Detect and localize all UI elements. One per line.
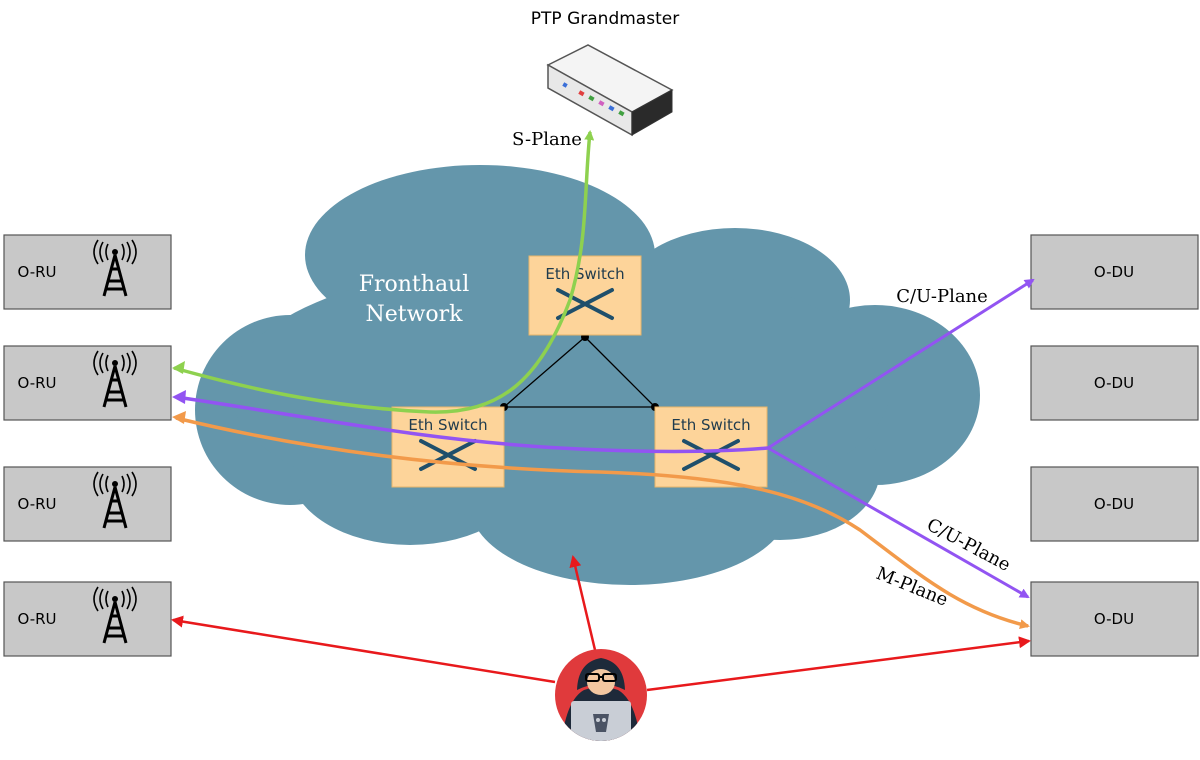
o-ru-box-3: O-RU [3, 466, 172, 542]
cloud-label-line1: Fronthaul [359, 272, 470, 297]
o-ru-label: O-RU [17, 610, 56, 628]
o-du-label: O-DU [1094, 610, 1134, 628]
o-ru-box-1: O-RU [3, 234, 172, 310]
eth-switch-top: Eth Switch [528, 255, 642, 336]
antenna-tower-icon [93, 586, 137, 644]
o-ru-box-4: O-RU [3, 581, 172, 657]
switch-links [503, 336, 656, 408]
cu-plane-path [175, 395, 769, 454]
eth-switch-left: Eth Switch [391, 406, 505, 488]
eth-switch-label: Eth Switch [545, 265, 624, 283]
grandmaster-title: PTP Grandmaster [531, 9, 679, 29]
cu-plane-branch-upper [767, 278, 1035, 450]
o-du-label: O-DU [1094, 263, 1134, 281]
fronthaul-network-cloud [195, 165, 980, 585]
eth-switch-label: Eth Switch [671, 416, 750, 434]
eth-switch-label: Eth Switch [408, 416, 487, 434]
cloud-label-line2: Network [365, 302, 463, 327]
attack-line-to-o-du [646, 636, 1031, 692]
o-du-label: O-DU [1094, 495, 1134, 513]
o-du-label: O-DU [1094, 374, 1134, 392]
o-du-box-4: O-DU [1030, 581, 1199, 657]
o-du-box-2: O-DU [1030, 345, 1199, 421]
hacker-avatar-icon [555, 649, 647, 741]
s-plane-arrowhead-left [172, 361, 185, 374]
grandmaster-server-icon [546, 44, 674, 137]
m-plane-path [175, 416, 1030, 630]
switch-cross-icon [682, 439, 740, 471]
o-du-box-1: O-DU [1030, 234, 1199, 310]
antenna-tower-icon [93, 239, 137, 297]
o-ru-label: O-RU [17, 495, 56, 513]
attack-line-to-o-ru [171, 615, 556, 684]
o-ru-label: O-RU [17, 263, 56, 281]
cu-plane-branch-lower [767, 446, 1030, 599]
o-du-box-3: O-DU [1030, 466, 1199, 542]
s-plane-path [173, 130, 595, 414]
cu-plane-arrowhead-left [172, 390, 186, 404]
o-ru-label: O-RU [17, 374, 56, 392]
attack-line-to-network [569, 555, 597, 651]
antenna-tower-icon [93, 350, 137, 408]
antenna-tower-icon [93, 471, 137, 529]
o-ru-box-2: O-RU [3, 345, 172, 421]
cu-plane-label-upper: C/U-Plane [896, 286, 988, 307]
m-plane-arrowhead-left [172, 411, 186, 424]
eth-switch-right: Eth Switch [654, 406, 768, 488]
s-plane-label: S-Plane [512, 129, 582, 150]
